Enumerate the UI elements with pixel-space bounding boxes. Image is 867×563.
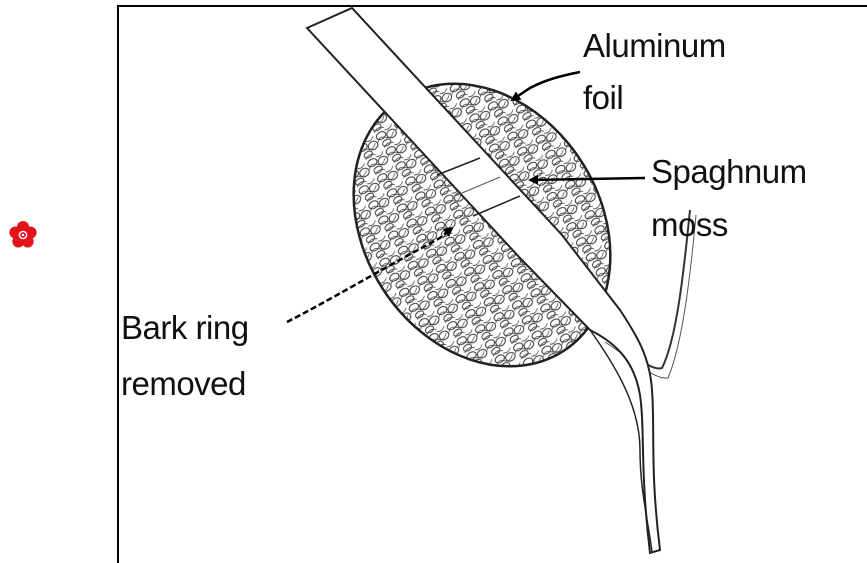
aluminum-arrow (512, 72, 580, 100)
label-removed: removed (121, 364, 246, 404)
label-foil: foil (583, 78, 623, 118)
label-moss: moss (651, 205, 728, 245)
label-spaghnum: Spaghnum (651, 152, 807, 192)
label-bark-ring: Bark ring (121, 308, 249, 348)
label-aluminum: Aluminum (583, 26, 726, 66)
